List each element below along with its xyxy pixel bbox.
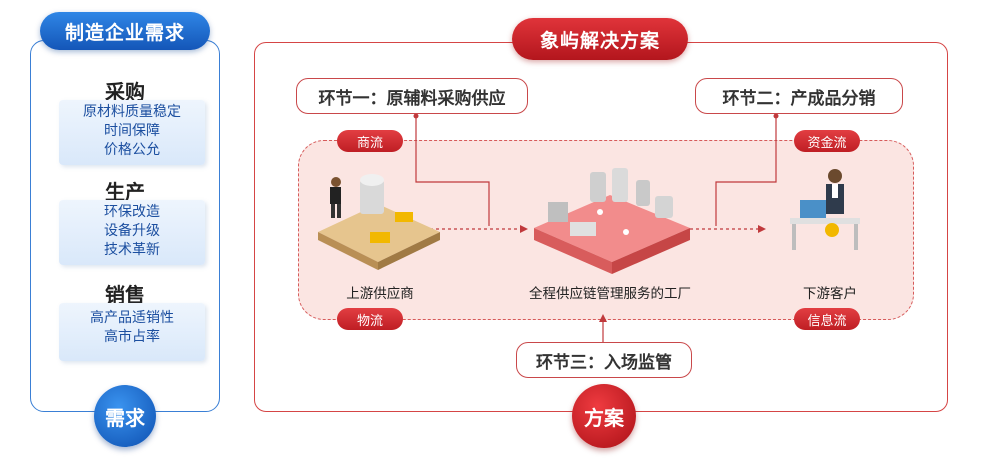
list-item: 环保改造: [104, 204, 160, 220]
commerce-flow-tag: 商流: [337, 130, 403, 152]
downstream-label: 下游客户: [803, 286, 857, 302]
upstream-label: 上游供应商: [346, 286, 414, 302]
demand-badge: 需求: [94, 385, 156, 447]
solution-badge: 方案: [572, 384, 636, 448]
logistics-flow-tag: 物流: [337, 308, 403, 330]
downstream-customer-illustration: [790, 169, 860, 250]
link-two-box: 环节二：产成品分销: [695, 78, 903, 114]
factory-illustration: [534, 168, 690, 274]
list-item: 价格公允: [104, 142, 160, 158]
production-items: 环保改造 设备升级 技术革新: [59, 200, 205, 265]
list-item: 时间保障: [104, 123, 160, 139]
list-item: 设备升级: [104, 223, 160, 239]
link-one-box: 环节一：原辅料采购供应: [296, 78, 528, 114]
link-three-box: 环节三：入场监管: [516, 342, 692, 378]
procurement-items: 原材料质量稳定 时间保障 价格公允: [59, 100, 205, 165]
information-flow-tag: 信息流: [794, 308, 860, 330]
solution-panel-title: 象屿解决方案: [512, 18, 688, 60]
sales-items: 高产品适销性 高市占率: [59, 303, 205, 361]
capital-flow-tag: 资金流: [794, 130, 860, 152]
list-item: 高市占率: [104, 329, 160, 345]
upstream-supplier-illustration: [318, 174, 440, 270]
factory-label: 全程供应链管理服务的工厂: [529, 286, 691, 302]
list-item: 高产品适销性: [90, 310, 174, 326]
demand-panel-title: 制造企业需求: [40, 12, 210, 50]
list-item: 技术革新: [104, 242, 160, 258]
list-item: 原材料质量稳定: [83, 104, 181, 120]
